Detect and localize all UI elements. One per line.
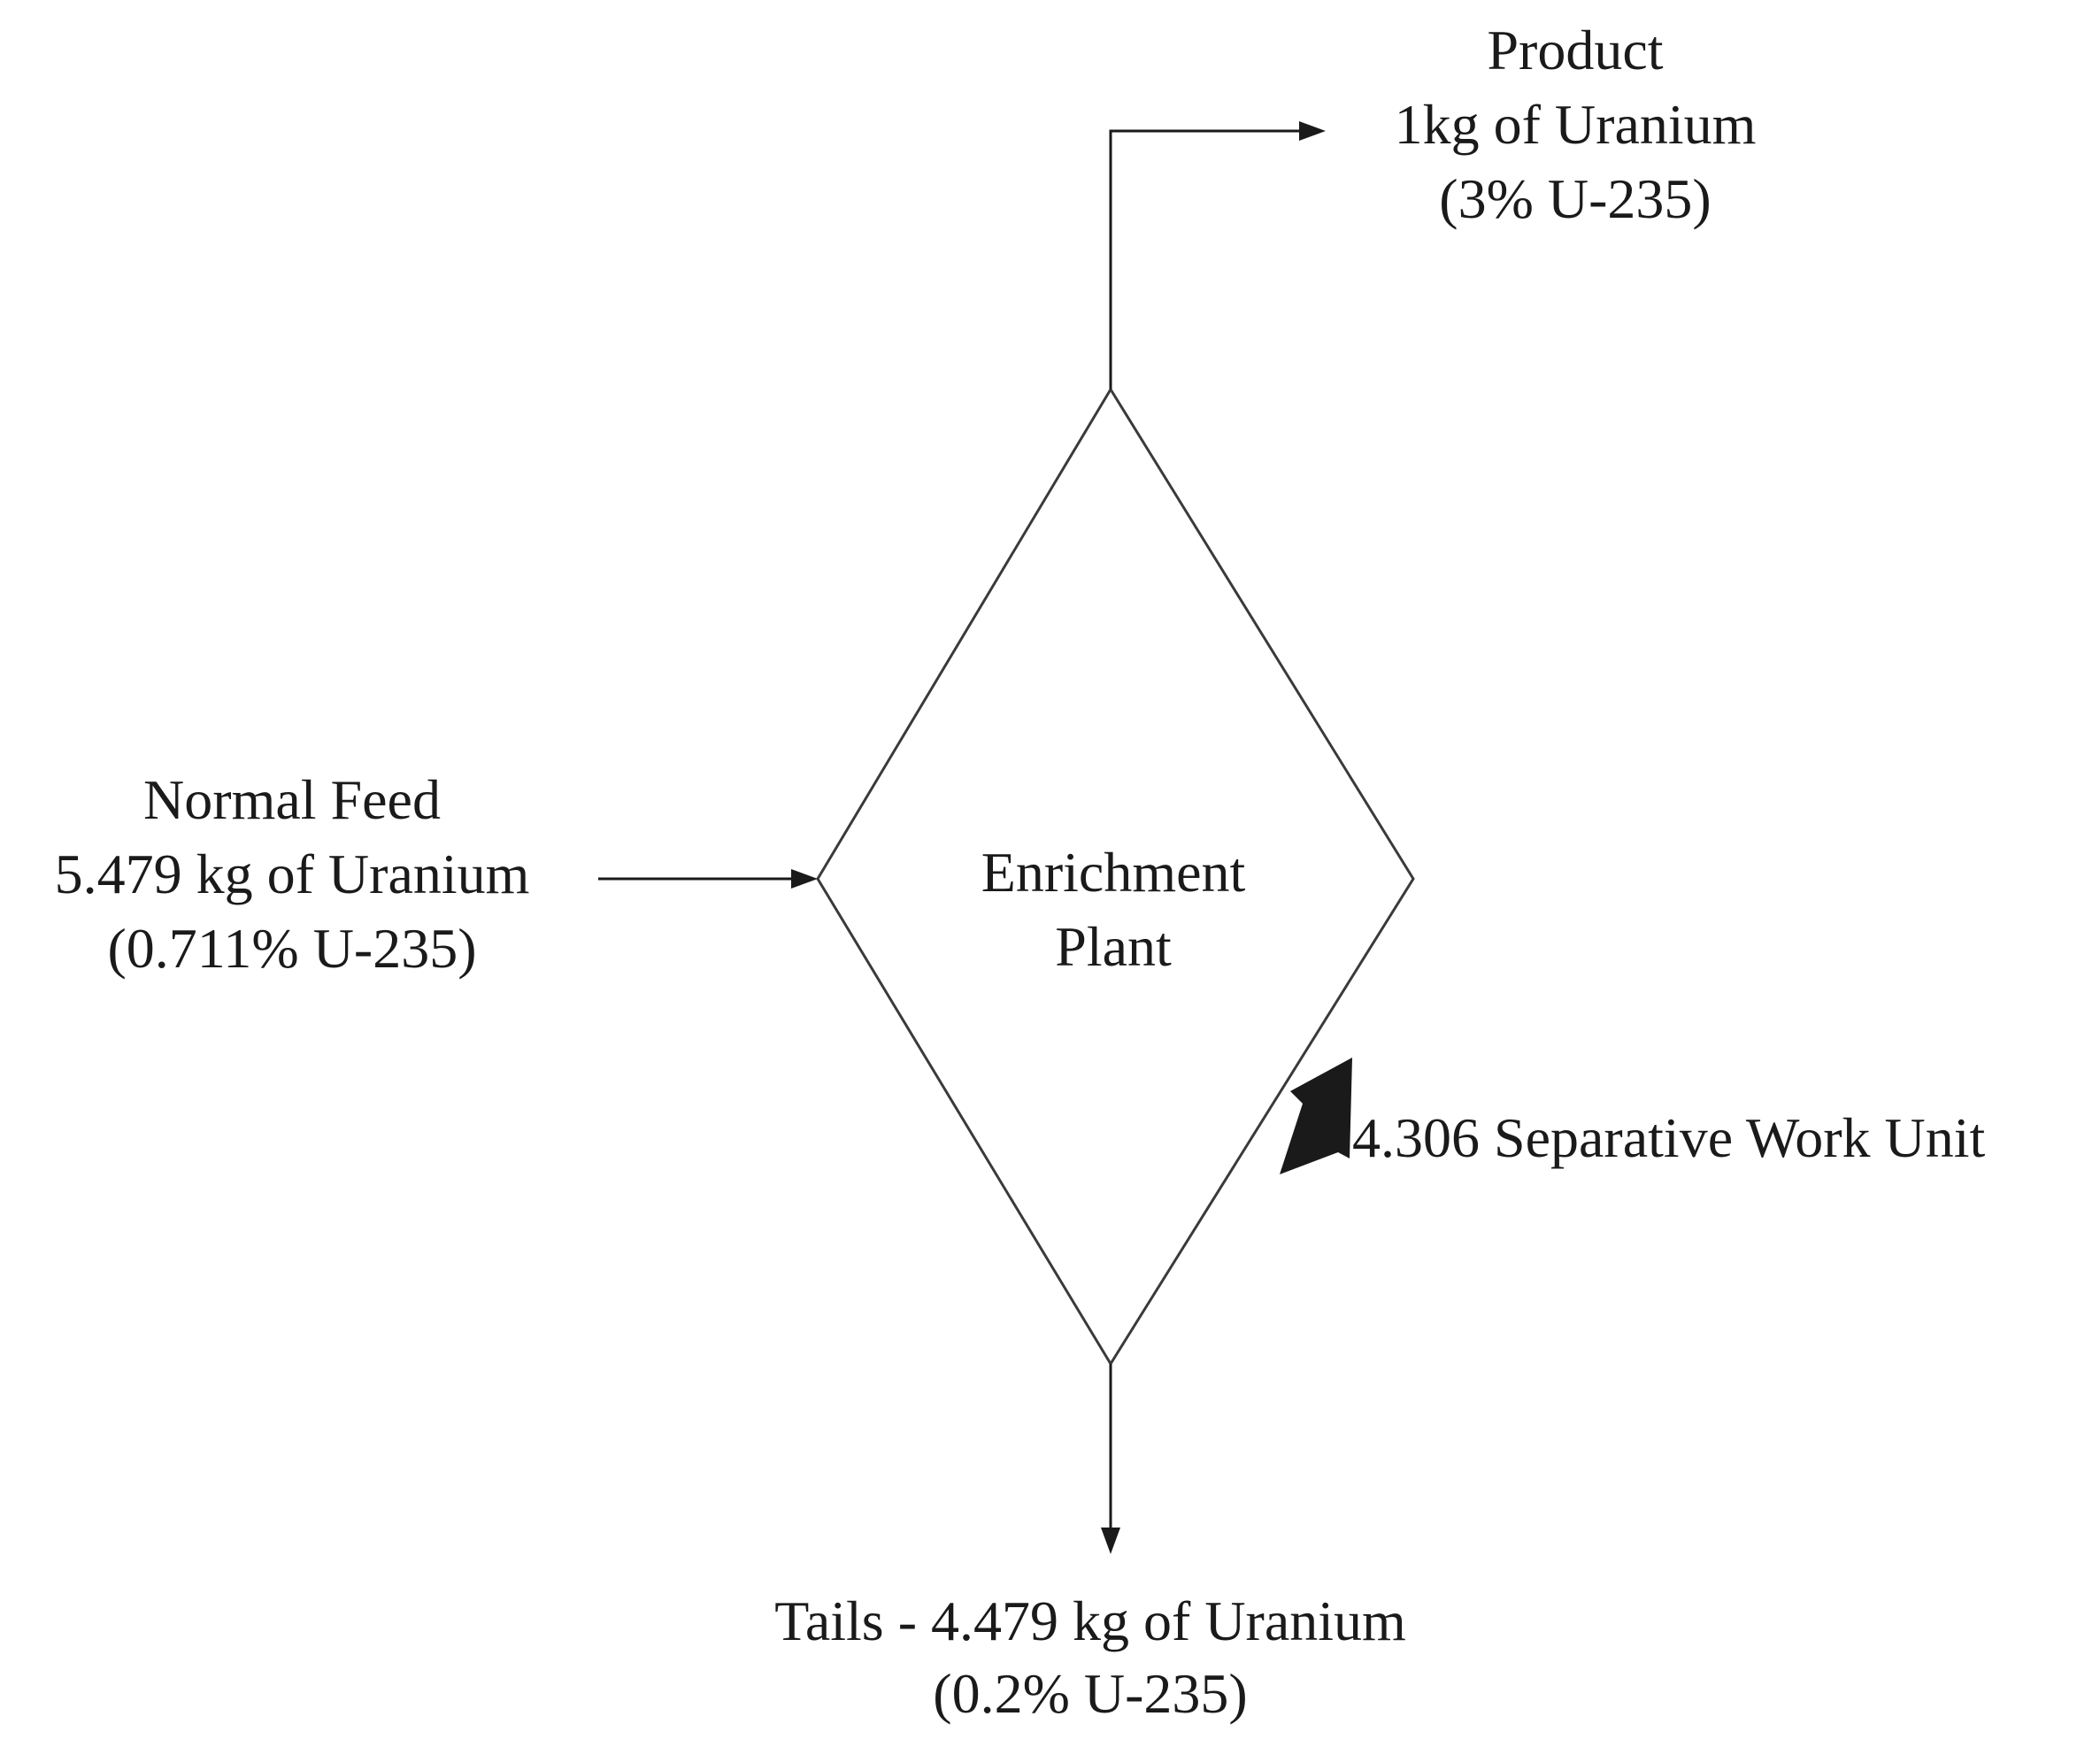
product-arrowhead — [1299, 121, 1326, 141]
feed-arrowhead — [791, 869, 818, 889]
tails-assay: (0.2% U-235) — [933, 1662, 1247, 1725]
swu-input-arrow — [1280, 1058, 1352, 1174]
product-assay: (3% U-235) — [1439, 167, 1711, 230]
tails-arrowhead — [1101, 1528, 1120, 1554]
feed-assay: (0.711% U-235) — [107, 917, 476, 980]
plant-label-line1: Enrichment — [981, 841, 1246, 904]
product-flow-line — [1109, 129, 1301, 389]
plant-label-line2: Plant — [1055, 915, 1172, 978]
feed-title: Normal Feed — [143, 768, 441, 831]
feed-amount: 5.479 kg of Uranium — [55, 843, 530, 905]
swu-label: 4.306 Separative Work Unit — [1352, 1106, 1986, 1169]
product-title: Product — [1487, 19, 1663, 81]
product-amount: 1kg of Uranium — [1395, 93, 1757, 156]
tails-amount: Tails - 4.479 kg of Uranium — [774, 1589, 1406, 1652]
